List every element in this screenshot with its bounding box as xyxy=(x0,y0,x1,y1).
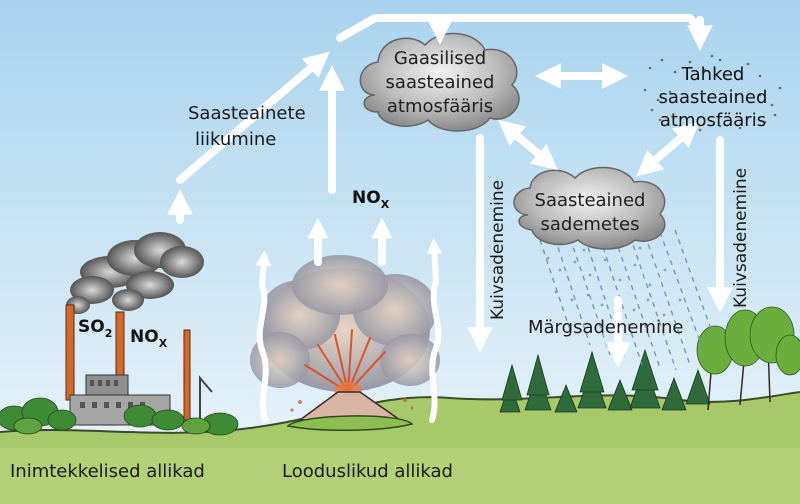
gaseous-label: Gaasilised saasteained atmosfääris xyxy=(386,48,495,117)
deciduous-trees xyxy=(696,306,800,411)
rain-streaks xyxy=(539,229,716,371)
chimney-3 xyxy=(183,329,191,421)
transport-label: Saasteainete liikumine xyxy=(188,103,306,150)
nox-volcano-label: NOX xyxy=(352,188,390,211)
volcano-base xyxy=(286,415,414,431)
solid-label-line-3: atmosfääris xyxy=(660,110,766,131)
solid-label: Tahked saasteained atmosfääris xyxy=(659,64,768,131)
ground-foreground xyxy=(0,448,800,504)
precipitation-label: Saasteained sademetes xyxy=(535,190,646,235)
gaseous-label-line-1: Gaasilised xyxy=(394,48,486,69)
volcano-illustration xyxy=(250,255,440,431)
rain-particles xyxy=(546,244,682,317)
transport-label-line-1: Saasteainete xyxy=(188,103,306,124)
gaseous-label-line-2: saasteained xyxy=(386,72,495,93)
factory-shrubs xyxy=(0,397,239,436)
wet-deposition-label: Märgsadenemine xyxy=(528,317,683,338)
dry-deposition-right-label: Kuivsadenemine xyxy=(731,168,751,308)
gaseous-pollutants-cloud xyxy=(359,32,520,132)
forest-illustration xyxy=(499,348,711,413)
solid-particles xyxy=(643,54,782,132)
solid-label-line-1: Tahked xyxy=(681,64,745,85)
chimney-1 xyxy=(65,304,75,401)
transport-label-line-2: liikumine xyxy=(195,129,276,150)
volcano-rising-lines xyxy=(255,238,443,423)
precipitation-pollutants-cloud xyxy=(513,166,666,250)
factory-illustration xyxy=(0,232,239,436)
nox-factory-label: NOX xyxy=(130,327,168,350)
anthropogenic-sources-label: Inimtekkelised allikad xyxy=(10,461,205,482)
factory-smoke xyxy=(66,232,204,314)
flow-arrows xyxy=(167,14,733,368)
precipitation-label-line-2: sademetes xyxy=(540,214,639,235)
gaseous-label-line-3: atmosfääris xyxy=(387,96,493,117)
crane xyxy=(199,375,213,420)
so2-label: SO2 xyxy=(78,317,112,340)
dry-deposition-left-label: Kuivsadenemine xyxy=(488,180,508,320)
natural-sources-label: Looduslikud allikad xyxy=(282,461,453,482)
precipitation-label-line-1: Saasteained xyxy=(535,190,646,211)
solid-label-line-2: saasteained xyxy=(659,87,768,108)
